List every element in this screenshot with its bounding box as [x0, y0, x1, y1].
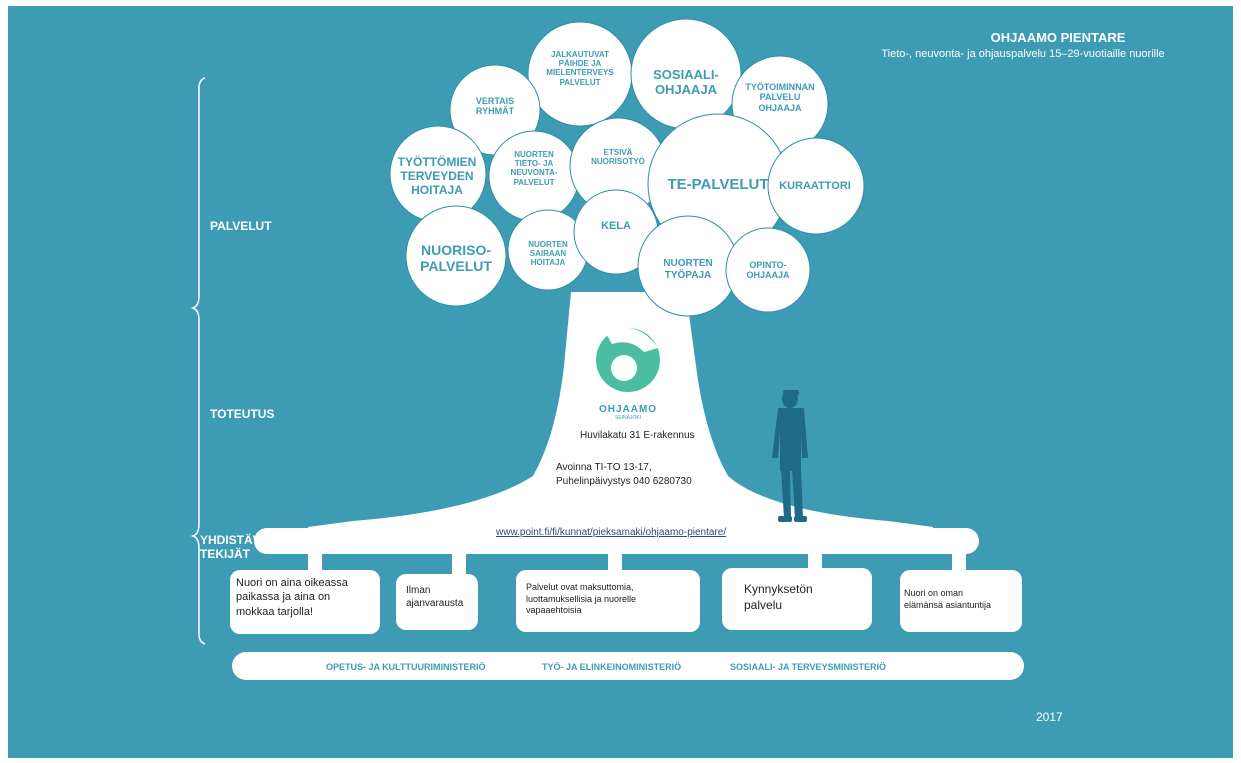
ministries-bar [232, 652, 1024, 680]
page-title: OHJAAMO PIENTARE [990, 30, 1126, 45]
value-boxes [230, 568, 1022, 634]
level-label-toteutus: TOTEUTUS [210, 407, 275, 421]
service-tyottomien: TYÖTTÖMIEN TERVEYDEN HOITAJA [397, 155, 477, 197]
value-asiantuntija: Nuori on oman elämänsä asiantuntija [904, 588, 992, 610]
poster-panel: OHJAAMO PIENTARE Tieto-, neuvonta- ja oh… [8, 6, 1233, 758]
logo-wordmark: OHJAAMO [598, 404, 658, 415]
service-jalkautuvat: JALKAUTUVAT PÄIHDE JA MIELENTERVEYS PALV… [546, 50, 614, 87]
info-hours: Avoinna TI-TO 13-17, [556, 462, 652, 473]
ministry-tem: TYÖ- JA ELINKEINOMINISTERIÖ [542, 662, 682, 672]
service-etsiva: ETSIVÄ NUORISOTYÖ [591, 148, 645, 167]
level-label-yhdistavat: YHDISTÄVÄT TEKIJÄT [200, 533, 277, 561]
value-ilman-ajanvarausta: Ilman ajanvarausta [406, 585, 464, 609]
level-bracket [190, 77, 206, 645]
level-label-palvelut: PALVELUT [210, 219, 272, 233]
value-maksuttomia: Palvelut ovat maksuttomia, luottamuksell… [526, 582, 637, 616]
service-sairaanhoitaja: NUORTEN SAIRAAN HOITAJA [528, 240, 568, 268]
info-address: Huvilakatu 31 E-rakennus [580, 430, 695, 441]
tree-crown [389, 18, 865, 317]
service-vertaisryhmat: VERTAIS RYHMÄT [475, 96, 515, 117]
logo-tagline: SEINÄJOKI [614, 415, 642, 421]
ohjaamo-logo-icon [596, 327, 660, 392]
service-tyopaja: NUORTEN TYÖPAJA [663, 258, 713, 281]
service-nuorten-tieto: NUORTEN TIETO- JA NEUVONTA- PALVELUT [510, 150, 558, 187]
person-figure [772, 390, 808, 522]
info-url-link[interactable]: www.point.fi/fi/kunnat/pieksamaki/ohjaam… [496, 527, 727, 538]
info-phone: Puhelinpäivystys 040 6280730 [556, 476, 692, 487]
value-oikea-paikka: Nuori on aina oikeassa paikassa ja aina … [236, 577, 348, 618]
value-kynnyksetön: Kynnyksetön palvelu [744, 582, 813, 612]
service-tyotoiminnan: TYÖTOIMINNAN PALVELU OHJAAJA [745, 82, 815, 113]
ministry-okm: OPETUS- JA KULTTUURIMINISTERIÖ [326, 662, 486, 672]
footer-year: 2017 [1036, 710, 1063, 724]
service-sosiaaliohjaaja: SOSIAALI- OHJAAJA [653, 67, 719, 97]
tree-trunk [308, 292, 933, 551]
service-te-palvelut: TE-PALVELUT [667, 176, 769, 193]
ministry-stm: SOSIAALI- JA TERVEYSMINISTERIÖ [730, 662, 887, 672]
service-nuorisopalvelut: NUORISO- PALVELUT [420, 242, 492, 275]
service-kuraattori: KURAATTORI [779, 180, 851, 192]
service-opinto: OPINTO- OHJAAJA [746, 260, 790, 281]
page-subtitle: Tieto-, neuvonta- ja ohjauspalvelu 15–29… [881, 48, 1165, 60]
service-kela: KELA [601, 220, 631, 232]
tree-illustration [190, 18, 1024, 680]
